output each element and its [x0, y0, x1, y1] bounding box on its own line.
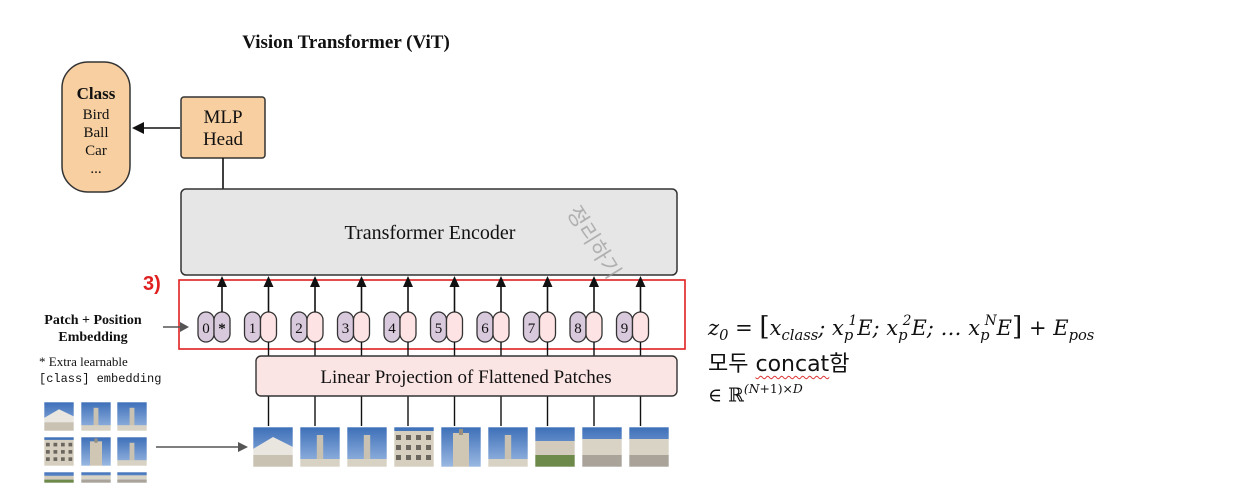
patch-embedding-5: [445, 311, 464, 343]
patch-embedding-6: [492, 311, 510, 343]
transformer-encoder-label: Transformer Encoder: [345, 222, 516, 244]
grid-patch-8: [80, 471, 112, 483]
extra-note-line1: * Extra learnable: [39, 354, 128, 369]
sequence-patch-5: [440, 426, 482, 468]
grid-patch-7: [43, 471, 75, 483]
position-index-8: 8: [574, 321, 582, 337]
position-index-7: 7: [528, 321, 536, 337]
mlp-head-line2: Head: [203, 129, 244, 150]
transformer-encoder-box: [180, 188, 678, 276]
class-item-car: Car: [85, 143, 107, 159]
arrow-head-token-3: [356, 276, 367, 287]
class-item-bird: Bird: [83, 107, 110, 123]
grid-patch-6: [116, 436, 148, 467]
token-row: 0 * 1 2 3 4 5 6 7 8 9: [197, 276, 650, 426]
class-heading: Class: [77, 84, 116, 103]
patch-position-label-line2: Embedding: [58, 330, 127, 345]
arrow-head-mlp-to-class: [132, 122, 144, 134]
arrow-head-token-7: [542, 276, 553, 287]
arrow-head-token-2: [310, 276, 320, 287]
patch-embedding-8: [585, 311, 603, 343]
formula-dimension: ∈ ℝ(N+1)×D: [708, 382, 803, 407]
sequence-patch-7: [534, 426, 576, 468]
sequence-patch-2: [299, 426, 341, 468]
sequence-patch-3: [346, 426, 388, 468]
position-index-9: 9: [621, 321, 629, 337]
image-patch-grid: [43, 401, 148, 483]
patch-embedding-3: [352, 311, 371, 343]
grid-patch-3: [116, 401, 148, 432]
highlight-label: 3): [143, 273, 161, 295]
patch-embedding-1: [259, 311, 278, 343]
mlp-head-line1: MLP: [203, 107, 242, 128]
arrow-head-token-4: [403, 276, 413, 287]
flattened-patch-sequence: [252, 426, 670, 468]
embedding-formula: z0 = [xclass; xp1E; xp2E; … xpNE] + Epos…: [708, 312, 1094, 407]
class-output-box: [61, 61, 131, 193]
arrow-head-label-to-tokens: [180, 322, 189, 332]
grid-patch-1: [43, 401, 75, 432]
grid-patch-5: [80, 436, 112, 467]
extra-note-line2: [class] embedding: [39, 372, 161, 386]
class-item-ball: Ball: [84, 125, 109, 141]
sequence-patch-4: [393, 426, 435, 468]
position-index-5: 5: [435, 321, 443, 337]
formula-note-word: concat: [755, 352, 830, 378]
formula-note: 모두 concat함: [708, 346, 1094, 378]
patch-embedding-2: [306, 311, 324, 343]
arrow-head-token-8: [589, 276, 599, 287]
sequence-patch-1: [252, 426, 294, 468]
linear-projection-box: [255, 355, 678, 397]
sequence-patch-6: [487, 426, 529, 468]
grid-patch-2: [80, 401, 112, 432]
arrow-head-token-6: [496, 276, 506, 287]
arrow-head-token-5: [449, 276, 460, 287]
position-index-6: 6: [481, 321, 489, 337]
arrow-head-token-0: [217, 276, 227, 287]
arrow-head-grid-to-sequence: [238, 442, 248, 452]
arrow-head-token-9: [635, 276, 646, 287]
grid-patch-9: [116, 471, 148, 483]
formula-z0: z0 = [xclass; xp1E; xp2E; … xpNE] + Epos: [708, 312, 1095, 345]
formula-note-suffix: 함: [829, 352, 850, 378]
position-index-1: 1: [249, 321, 257, 337]
class-item-ellipsis: ...: [90, 161, 101, 177]
patch-embedding-4: [399, 311, 417, 343]
sequence-patch-9: [628, 426, 670, 468]
class-token-marker: *: [218, 321, 226, 337]
patch-position-label-line1: Patch + Position: [44, 313, 142, 328]
position-index-0: 0: [202, 321, 210, 337]
linear-projection-label: Linear Projection of Flattened Patches: [320, 367, 611, 388]
arrow-head-token-1: [263, 276, 274, 287]
formula-note-prefix: 모두: [708, 352, 749, 378]
position-index-2: 2: [295, 321, 303, 337]
patch-embedding-9: [631, 311, 650, 343]
sequence-patch-8: [581, 426, 623, 468]
position-index-4: 4: [388, 321, 396, 337]
highlight-box: [178, 279, 686, 350]
diagram-title: Vision Transformer (ViT): [242, 32, 450, 53]
position-index-3: 3: [342, 321, 350, 337]
patch-embedding-7: [538, 311, 557, 343]
grid-patch-4: [43, 436, 75, 467]
